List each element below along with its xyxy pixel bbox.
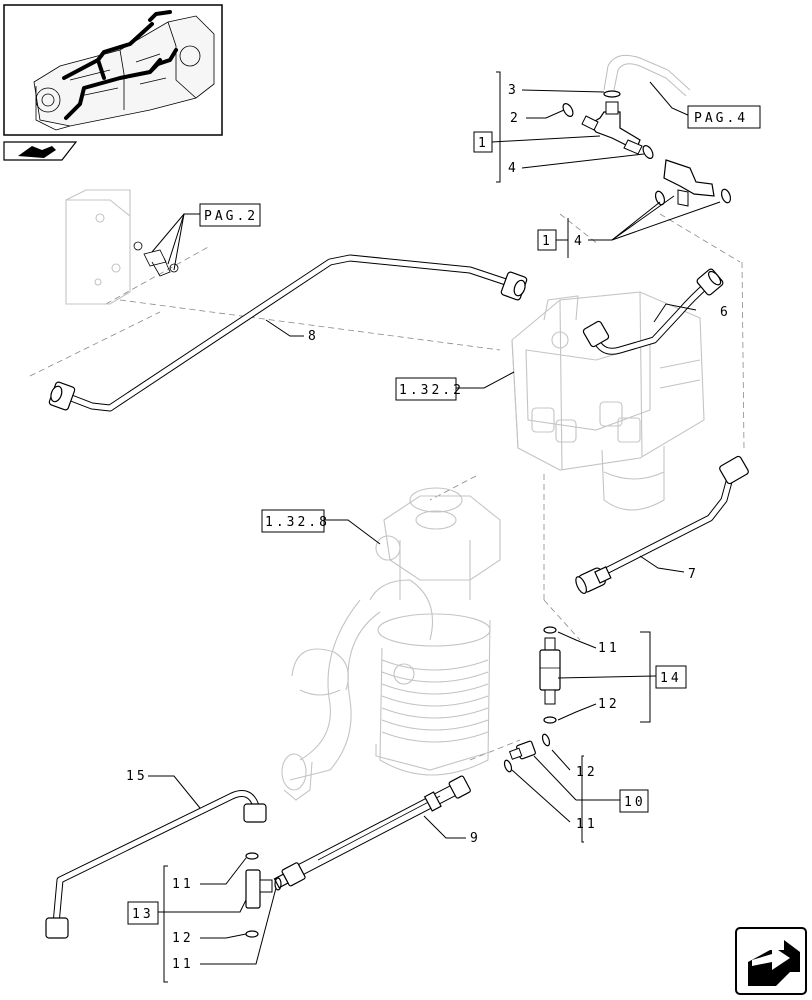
callout-12-left: 12 (172, 931, 194, 946)
callout-11-upper: 11 (598, 641, 620, 656)
callout-6: 6 (720, 305, 731, 320)
callout-labels: 3 2 1 4 PAG.4 PAG.2 1 4 8 6 1.32.2 1.32.… (126, 83, 761, 972)
filter-pump-housing (281, 487, 501, 801)
callout-11-bottom: 11 (172, 957, 194, 972)
block-fittings (133, 241, 179, 277)
view-direction-icon (3, 141, 78, 161)
callout-8: 8 (308, 329, 319, 344)
leader-lines (148, 71, 721, 983)
callout-10[interactable]: 10 (624, 795, 646, 810)
reference-1-32-8[interactable]: 1.32.8 (265, 515, 330, 530)
callout-4-upper: 4 (508, 161, 519, 176)
reference-pag-2[interactable]: PAG.2 (204, 209, 258, 224)
tee-fitting-upper[interactable] (561, 90, 655, 160)
callout-1-lower[interactable]: 1 (542, 234, 553, 249)
callout-13[interactable]: 13 (132, 907, 154, 922)
tee-13[interactable] (245, 852, 282, 938)
callout-12-right: 12 (576, 765, 598, 780)
callout-12-upper: 12 (598, 697, 620, 712)
callout-11-left: 11 (172, 877, 194, 892)
reference-1-32-2[interactable]: 1.32.2 (399, 383, 464, 398)
next-page-arrow-icon[interactable] (735, 927, 807, 995)
callout-3: 3 (508, 83, 519, 98)
adapter-14[interactable] (539, 626, 561, 724)
callout-9: 9 (470, 831, 481, 846)
callout-11-right: 11 (576, 817, 598, 832)
tee-fitting-lower[interactable] (654, 159, 732, 207)
pipe-7[interactable] (574, 455, 750, 595)
callout-1-upper[interactable]: 1 (478, 136, 489, 151)
assembly-guide-lines (29, 213, 745, 761)
union-10[interactable] (503, 733, 551, 773)
valve-block-housing (65, 189, 705, 511)
callout-14[interactable]: 14 (660, 671, 682, 686)
callout-15: 15 (126, 769, 148, 784)
reference-pag-4[interactable]: PAG.4 (694, 111, 748, 126)
pipe-8[interactable] (48, 254, 529, 412)
pipe-6[interactable] (582, 268, 724, 355)
overview-thumbnail[interactable] (3, 4, 223, 136)
hose-to-pag4 (603, 54, 691, 97)
hose-9[interactable] (273, 775, 471, 891)
callout-4-lower: 4 (574, 234, 585, 249)
callout-2: 2 (510, 111, 521, 126)
pipe-15[interactable] (45, 790, 267, 939)
callout-7: 7 (688, 567, 699, 582)
